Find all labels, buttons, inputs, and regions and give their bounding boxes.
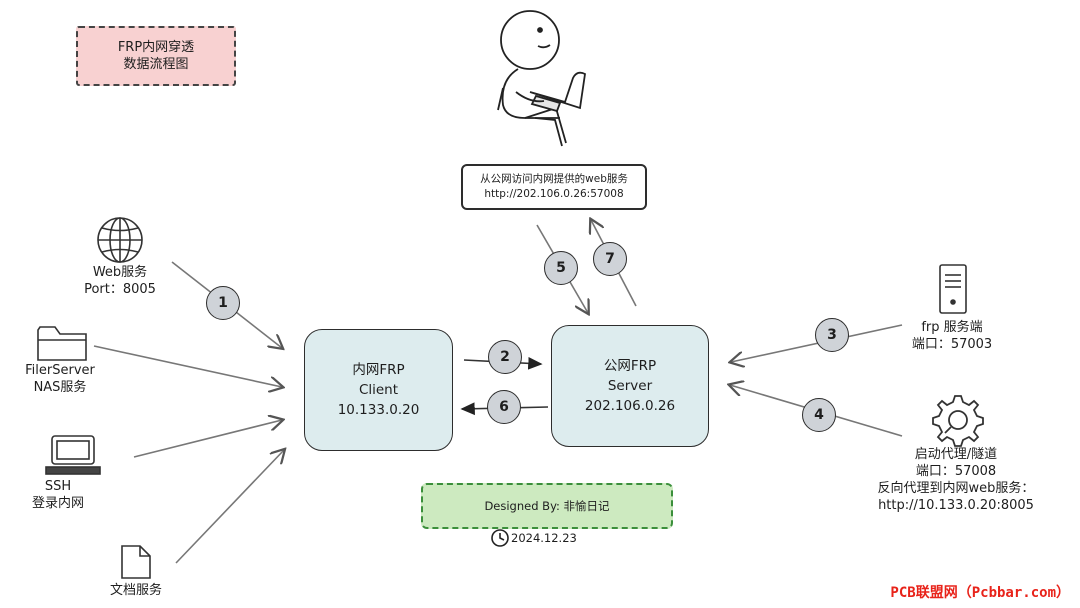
frps-port: 端口：57003	[911, 337, 993, 352]
proxy-title: 启动代理/隧道	[914, 447, 998, 462]
ssh-service-desc: 登录内网	[31, 496, 84, 511]
file-service-desc: NAS服务	[33, 380, 87, 395]
doc-service-name: 文档服务	[109, 583, 162, 598]
ssh-service-label: SSH 登录内网	[26, 478, 90, 512]
ssh-service-name: SSH	[44, 479, 72, 494]
computer-icon	[45, 435, 101, 475]
frps-name: frp 服务端	[921, 320, 983, 335]
doc-service-label: 文档服务	[96, 582, 176, 599]
globe-icon	[97, 217, 143, 263]
proxy-port: 端口：57008	[915, 464, 997, 479]
frps-label: frp 服务端 端口：57003	[896, 319, 1008, 353]
person-with-laptop-illustration	[497, 10, 586, 147]
title-line-2: 数据流程图	[123, 57, 189, 72]
frp-client-box: 内网FRP Client 10.133.0.20	[304, 329, 453, 451]
server-title: 公网FRP	[603, 358, 657, 374]
public-access-url: http://202.106.0.26:57008	[484, 188, 624, 200]
step-2-badge: 2	[488, 340, 522, 374]
proxy-desc: 反向代理到内网web服务：	[877, 481, 1035, 496]
gear-icon	[932, 395, 984, 447]
document-icon	[121, 545, 151, 579]
client-ip: 10.133.0.20	[337, 402, 420, 418]
designed-by-text: Designed By: 非愉日记	[484, 499, 610, 513]
proxy-label: 启动代理/隧道 端口：57008 反向代理到内网web服务： http://10…	[858, 446, 1054, 514]
client-title: 内网FRP	[352, 362, 405, 378]
step-3-badge: 3	[815, 318, 849, 352]
web-service-port: Port：8005	[84, 282, 156, 297]
frp-server-box: 公网FRP Server 202.106.0.26	[551, 325, 709, 447]
step-1-badge: 1	[206, 286, 240, 320]
step-5-badge: 5	[544, 251, 578, 285]
diagram-title-box: FRP内网穿透 数据流程图	[76, 26, 236, 86]
title-line-1: FRP内网穿透	[117, 40, 195, 55]
designed-by-box: Designed By: 非愉日记	[421, 483, 673, 529]
arrow-doc-to-client	[175, 450, 284, 564]
server-role: Server	[607, 378, 653, 394]
step-7-badge: 7	[593, 242, 627, 276]
file-service-label: FilerServer NAS服务	[8, 362, 112, 396]
arrow-ssh-to-client	[133, 420, 282, 458]
server-tower-icon	[939, 264, 967, 314]
watermark-text: PCB联盟网（Pcbbar.com）	[890, 585, 1070, 601]
public-access-label: 从公网访问内网提供的web服务	[480, 173, 628, 185]
public-access-box: 从公网访问内网提供的web服务 http://202.106.0.26:5700…	[461, 164, 647, 210]
folder-icon	[37, 326, 87, 361]
proxy-target-url: http://10.133.0.20:8005	[878, 498, 1034, 513]
web-service-label: Web服务 Port：8005	[72, 264, 168, 298]
server-ip: 202.106.0.26	[584, 398, 676, 414]
step-6-badge: 6	[487, 390, 521, 424]
step-4-badge: 4	[802, 398, 836, 432]
arrow-file-to-client	[93, 345, 282, 387]
date-label: 2024.12.23	[511, 531, 577, 545]
client-role: Client	[358, 382, 399, 398]
file-service-name: FilerServer	[25, 363, 95, 378]
clock-icon	[491, 529, 509, 547]
web-service-name: Web服务	[92, 265, 148, 280]
